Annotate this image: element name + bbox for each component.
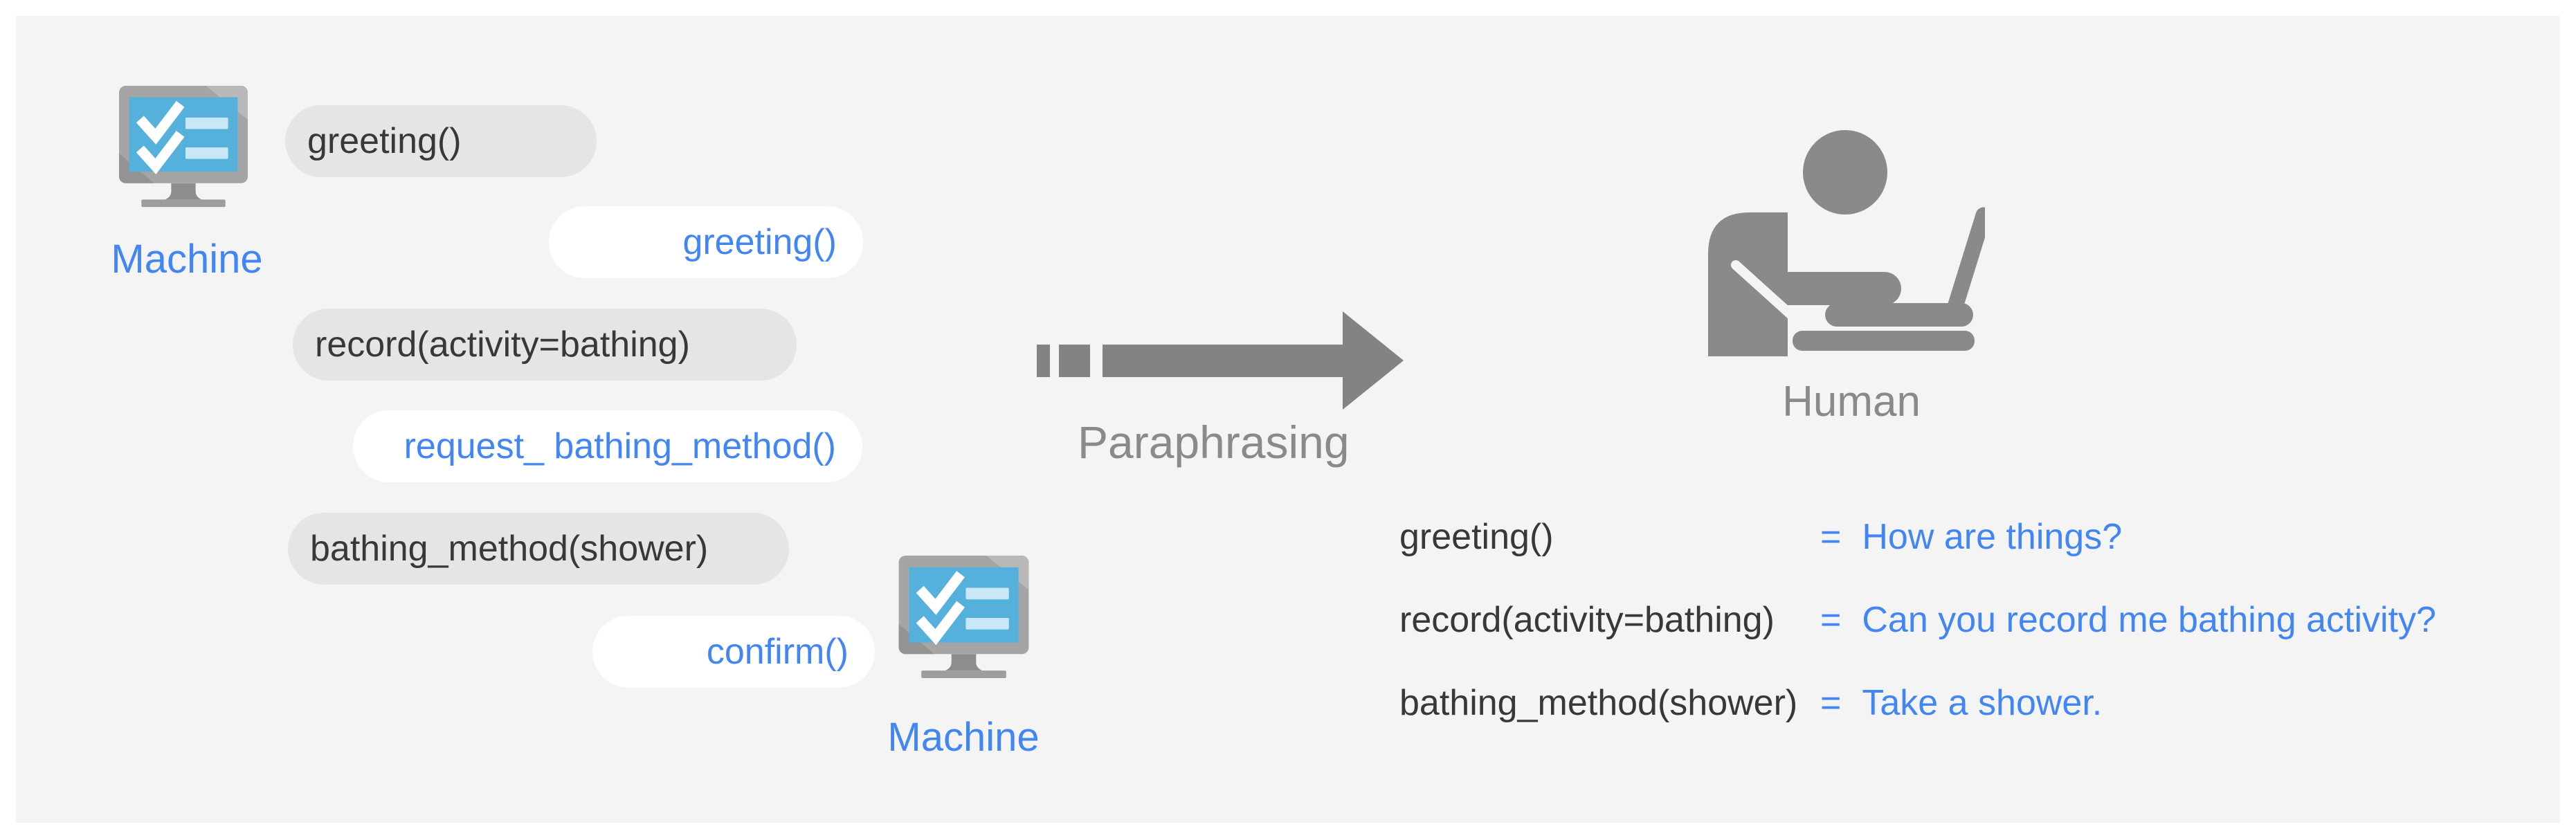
code-text: greeting() bbox=[1399, 517, 1554, 557]
arrow-dash bbox=[1059, 345, 1090, 377]
machine-bubble: record(activity=bathing) bbox=[293, 309, 797, 381]
paraphrase-text: How are things? bbox=[1862, 517, 2123, 557]
reply-bubble: greeting() bbox=[549, 206, 863, 278]
equals-sign: = bbox=[1820, 517, 1842, 557]
mapping-row: greeting() = How are things? bbox=[1399, 513, 2493, 561]
machine-bubble: bathing_method(shower) bbox=[288, 513, 789, 585]
paraphrase-text: Take a shower. bbox=[1862, 683, 2103, 723]
code-text: bathing_method(shower) bbox=[1399, 683, 1798, 723]
equals-sign: = bbox=[1820, 683, 1842, 723]
bubble-text: bathing_method(shower) bbox=[310, 529, 709, 569]
machine-icon bbox=[119, 85, 248, 208]
paraphrasing-arrow-icon bbox=[1037, 311, 1411, 410]
mapping-row: bathing_method(shower) = Take a shower. bbox=[1399, 679, 2493, 727]
machine-icon bbox=[898, 556, 1029, 679]
bubble-text: greeting() bbox=[307, 121, 462, 161]
bubble-text: confirm() bbox=[706, 632, 849, 672]
human-label: Human bbox=[1782, 378, 1921, 426]
reply-bubble: confirm() bbox=[592, 616, 875, 688]
code-text: record(activity=bathing) bbox=[1399, 600, 1775, 640]
human-icon bbox=[1708, 130, 1985, 356]
reply-bubble: request_ bathing_method() bbox=[353, 410, 862, 482]
arrow-dash bbox=[1037, 345, 1050, 377]
arrow-head bbox=[1343, 311, 1404, 410]
mapping-row: record(activity=bathing) = Can you recor… bbox=[1399, 596, 2493, 644]
equals-sign: = bbox=[1820, 600, 1842, 640]
right-machine-label: Machine bbox=[887, 715, 1040, 760]
paraphrasing-label: Paraphrasing bbox=[1078, 417, 1350, 468]
left-machine-label: Machine bbox=[111, 237, 263, 282]
bubble-text: record(activity=bathing) bbox=[315, 325, 690, 365]
arrow-shaft bbox=[1103, 345, 1343, 377]
paraphrase-text: Can you record me bathing activity? bbox=[1862, 600, 2436, 640]
bubble-text: greeting() bbox=[682, 222, 837, 262]
machine-bubble: greeting() bbox=[285, 105, 597, 177]
bubble-text: request_ bathing_method() bbox=[403, 426, 836, 466]
